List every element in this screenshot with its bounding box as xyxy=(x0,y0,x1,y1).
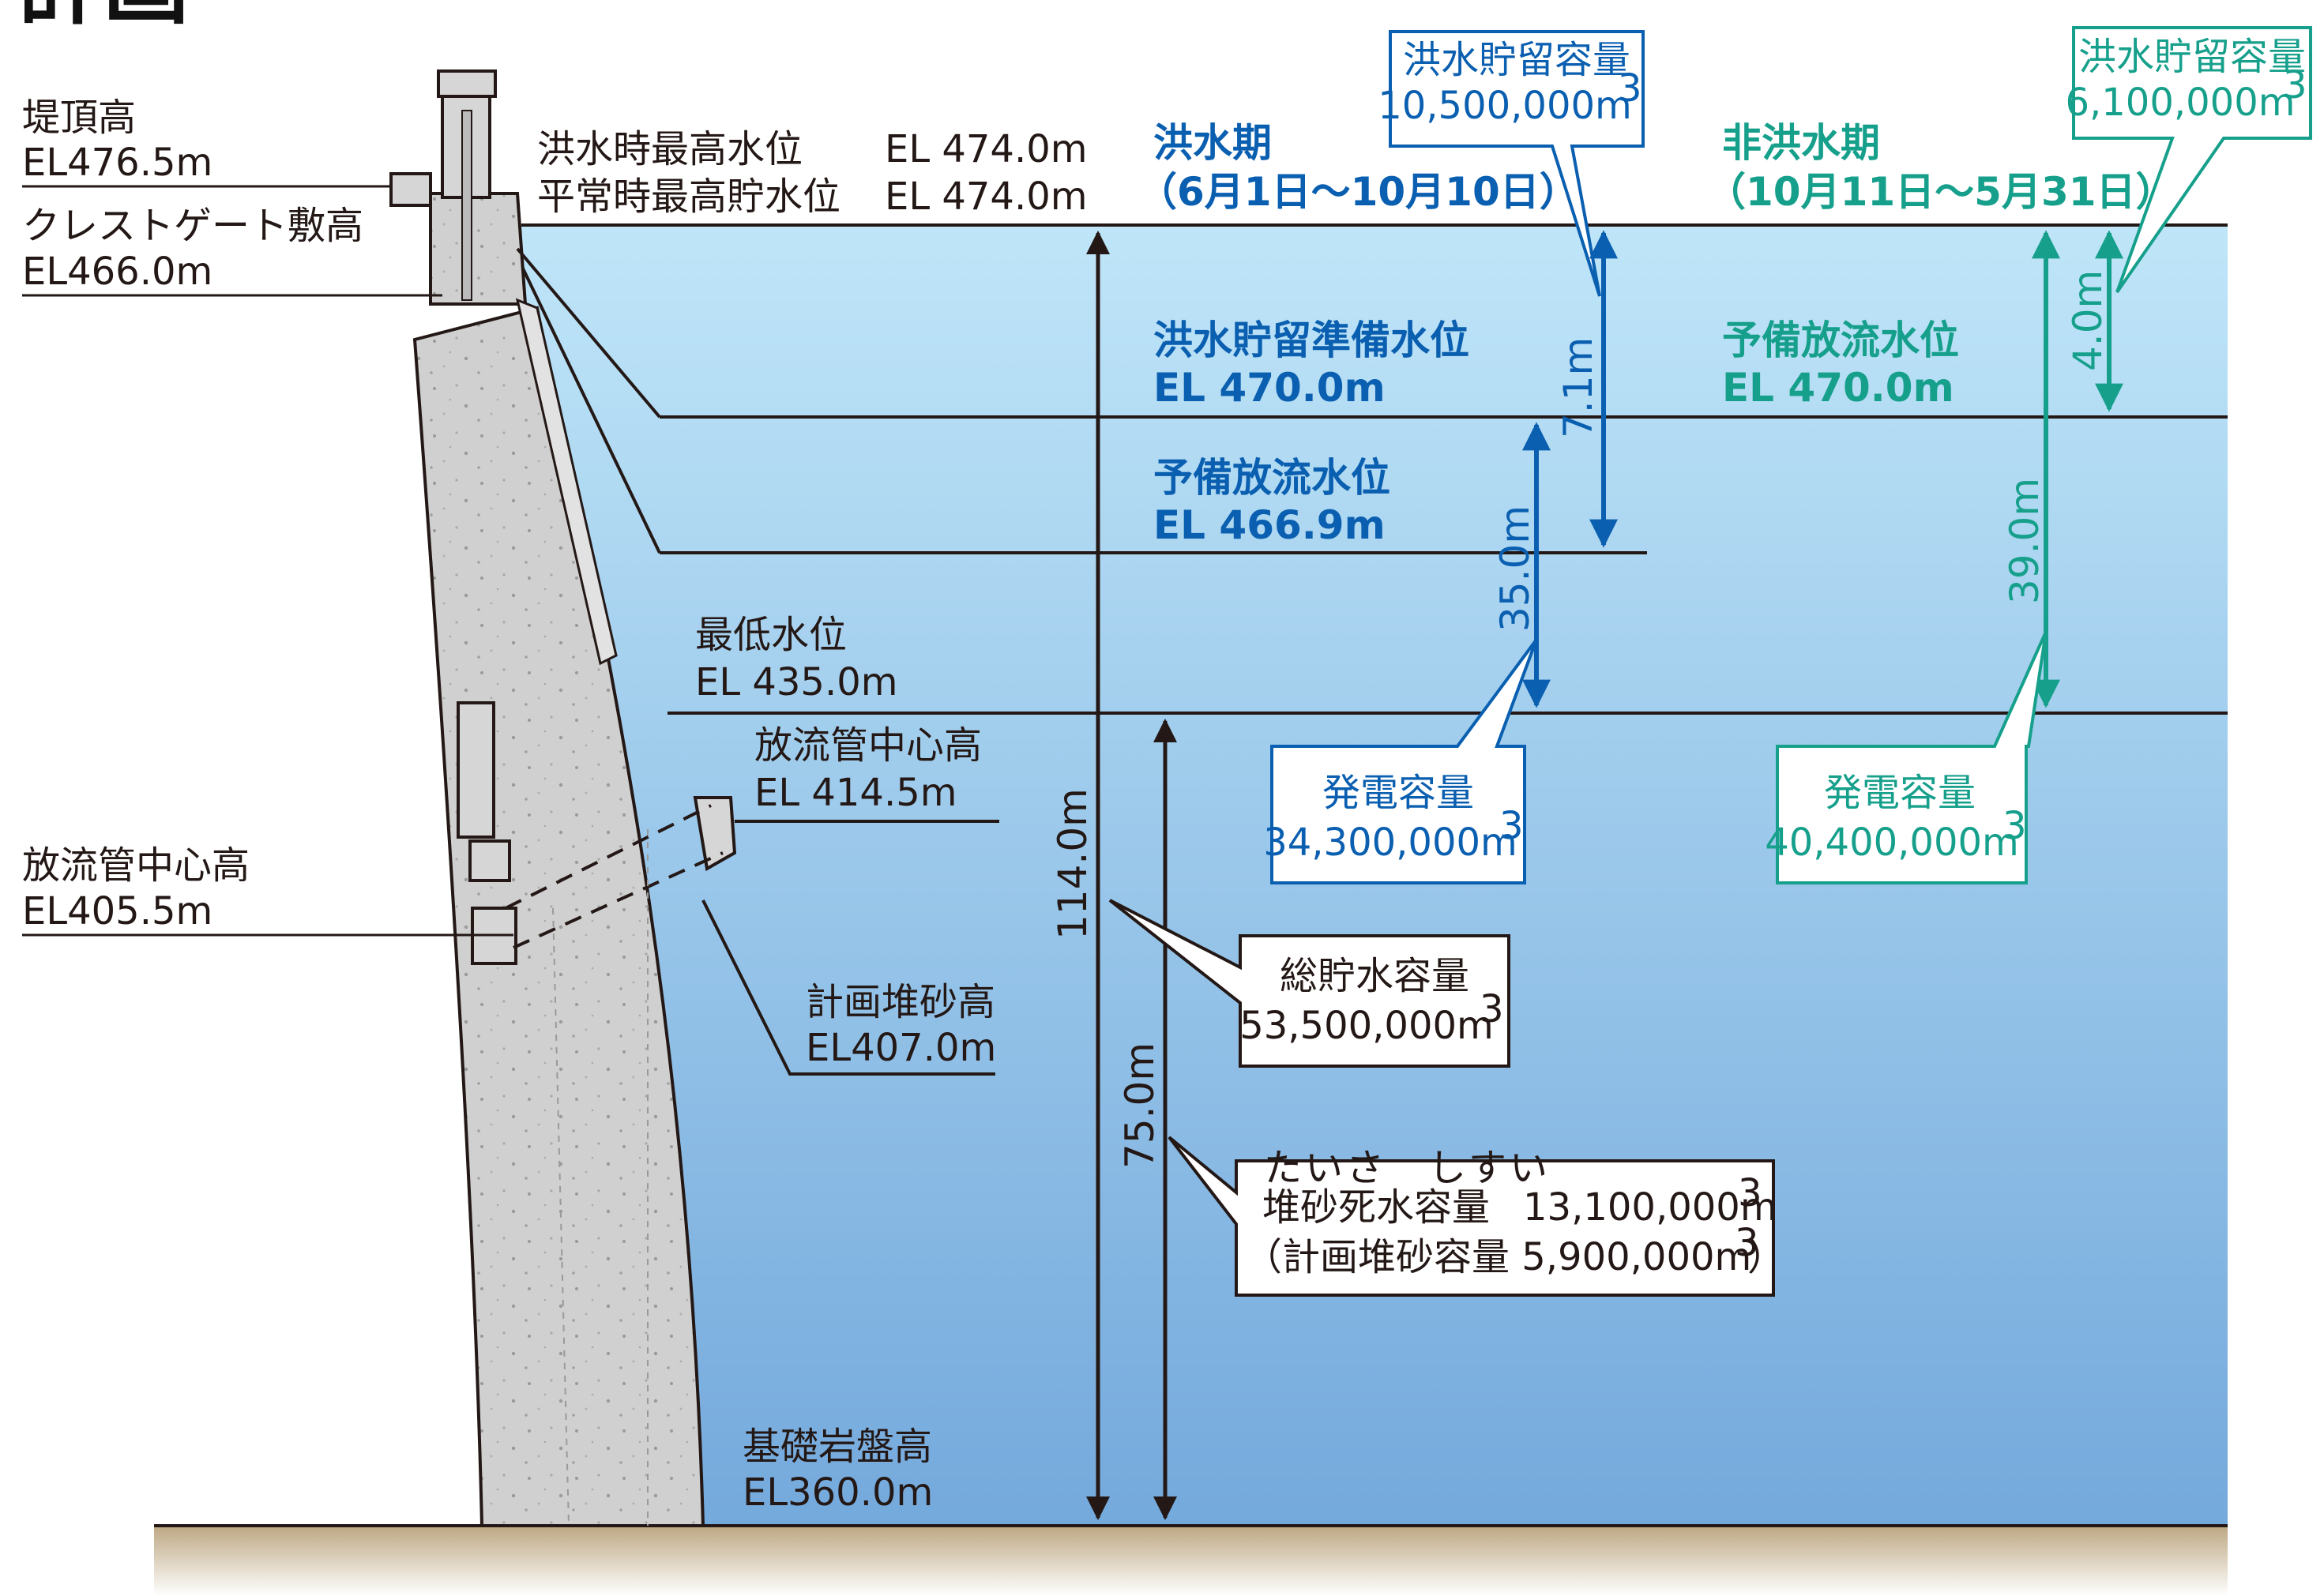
svg-text:EL 414.5m: EL 414.5m xyxy=(754,771,957,815)
svg-text:34,300,000m: 34,300,000m xyxy=(1263,821,1517,865)
ground xyxy=(154,1526,2228,1596)
svg-text:EL360.0m: EL360.0m xyxy=(743,1470,933,1515)
svg-text:（10月11日～5月31日）: （10月11日～5月31日） xyxy=(1706,169,2175,215)
svg-text:EL407.0m: EL407.0m xyxy=(806,1026,996,1070)
svg-text:40,400,000m: 40,400,000m xyxy=(1765,821,2019,865)
svg-text:EL 466.9m: EL 466.9m xyxy=(1153,502,1386,548)
dead-storage-callout: たいさ しすい 堆砂死水容量 13,100,000m 3 （計画堆砂容量 5,9… xyxy=(1168,1136,1785,1297)
svg-text:放流管中心高: 放流管中心高 xyxy=(22,843,250,888)
dam-structure xyxy=(389,69,737,1527)
svg-text:EL 435.0m: EL 435.0m xyxy=(695,660,898,704)
svg-text:3: 3 xyxy=(1480,987,1504,1031)
svg-text:13,100,000m: 13,100,000m xyxy=(1523,1185,1777,1230)
non-flood-power-callout: 発電容量 40,400,000m 3 xyxy=(1765,631,2048,884)
svg-text:非洪水期: 非洪水期 xyxy=(1722,120,1880,166)
svg-text:洪水貯留容量: 洪水貯留容量 xyxy=(1403,38,1630,82)
planned-sediment-label: 計画堆砂高 EL407.0m xyxy=(806,980,996,1070)
normal-max-level-label: 平常時最高貯水位 EL 474.0m xyxy=(537,175,1088,219)
svg-text:EL476.5m: EL476.5m xyxy=(22,141,212,185)
non-flood-storage-callout: 洪水貯留容量 6,100,000m 3 xyxy=(2065,26,2312,294)
svg-text:発電容量: 発電容量 xyxy=(1322,771,1474,815)
flood-power-callout: 発電容量 34,300,000m 3 xyxy=(1263,638,1538,884)
total-storage-callout: 総貯水容量 53,500,000m 3 xyxy=(1108,899,1510,1068)
svg-text:EL 474.0m: EL 474.0m xyxy=(885,175,1088,219)
svg-text:3: 3 xyxy=(1735,1221,1759,1265)
svg-text:3: 3 xyxy=(1738,1171,1762,1215)
svg-text:予備放流水位: 予備放流水位 xyxy=(1722,317,1959,363)
svg-text:予備放流水位: 予備放流水位 xyxy=(1153,455,1390,501)
svg-text:EL 470.0m: EL 470.0m xyxy=(1722,365,1954,411)
svg-text:洪水貯留準備水位: 洪水貯留準備水位 xyxy=(1153,317,1469,363)
flood-season-header: 洪水期 （6月1日～10月10日） xyxy=(1138,120,1579,215)
svg-text:発電容量: 発電容量 xyxy=(1824,771,1976,815)
svg-text:53,500,000m: 53,500,000m xyxy=(1239,1004,1494,1048)
dim-39-label: 39.0m xyxy=(2002,478,2048,604)
outlet-center-left-label: 放流管中心高 EL405.5m xyxy=(22,843,513,937)
svg-text:6,100,000m: 6,100,000m xyxy=(2065,81,2295,125)
dim-4-label: 4.0m xyxy=(2065,270,2111,371)
svg-text:10,500,000m: 10,500,000m xyxy=(1378,84,1632,128)
svg-text:洪水貯留容量: 洪水貯留容量 xyxy=(2078,35,2306,79)
dim-35-label: 35.0m xyxy=(1492,505,1538,632)
crest-height-label: 堤頂高 EL476.5m xyxy=(22,96,391,188)
svg-text:放流管中心高: 放流管中心高 xyxy=(754,723,982,768)
svg-text:3: 3 xyxy=(1499,804,1524,848)
svg-text:クレストゲート敷高: クレストゲート敷高 xyxy=(22,204,363,248)
flood-prep-level-label: 洪水貯留準備水位 EL 470.0m xyxy=(1153,317,1469,411)
flood-reserve-level-label: 予備放流水位 EL 466.9m xyxy=(1153,455,1390,548)
flood-max-level-label: 洪水時最高水位 EL 474.0m xyxy=(537,127,1088,171)
svg-text:（6月1日～10月10日）: （6月1日～10月10日） xyxy=(1138,169,1579,215)
svg-text:洪水時最高水位: 洪水時最高水位 xyxy=(537,127,803,171)
dim-7-1-label: 7.1m xyxy=(1555,337,1601,438)
dim-114-label: 114.0m xyxy=(1050,788,1096,940)
svg-text:堆砂死水容量: 堆砂死水容量 xyxy=(1262,1185,1490,1230)
crest-gate-sill-label: クレストゲート敷高 EL466.0m xyxy=(22,204,442,297)
svg-text:洪水期: 洪水期 xyxy=(1153,120,1272,166)
svg-text:堤頂高: 堤頂高 xyxy=(22,96,136,140)
svg-text:EL 474.0m: EL 474.0m xyxy=(885,127,1088,171)
foundation-label: 基礎岩盤高 EL360.0m xyxy=(743,1425,933,1515)
outlet-center-right-label: 放流管中心高 EL 414.5m xyxy=(754,723,982,815)
svg-text:EL405.5m: EL405.5m xyxy=(22,889,212,933)
non-flood-season-header: 非洪水期 （10月11日～5月31日） xyxy=(1706,120,2175,215)
svg-text:総貯水容量: 総貯水容量 xyxy=(1280,954,1469,998)
svg-text:EL466.0m: EL466.0m xyxy=(22,250,212,294)
min-level-label: 最低水位 EL 435.0m xyxy=(695,613,898,704)
svg-text:EL 470.0m: EL 470.0m xyxy=(1153,365,1386,411)
svg-text:3: 3 xyxy=(1618,66,1642,111)
svg-text:基礎岩盤高: 基礎岩盤高 xyxy=(743,1425,932,1469)
svg-text:3: 3 xyxy=(2002,804,2027,848)
svg-text:最低水位: 最低水位 xyxy=(695,613,847,657)
svg-text:計画堆砂高: 計画堆砂高 xyxy=(806,980,995,1024)
svg-text:）: ） xyxy=(1747,1235,1785,1279)
page-title: 計画 xyxy=(16,0,190,36)
sediment-leader xyxy=(701,899,995,1076)
svg-text:3: 3 xyxy=(2283,63,2307,107)
svg-text:たいさ しすい: たいさ しすい xyxy=(1264,1146,1551,1190)
dim-75-label: 75.0m xyxy=(1117,1042,1163,1169)
non-flood-reserve-level-label: 予備放流水位 EL 470.0m xyxy=(1722,317,1959,411)
svg-text:（計画堆砂容量 5,900,000m: （計画堆砂容量 5,900,000m xyxy=(1244,1235,1751,1279)
flood-storage-callout: 洪水貯留容量 10,500,000m 3 xyxy=(1378,30,1645,297)
svg-text:平常時最高貯水位: 平常時最高貯水位 xyxy=(537,175,840,219)
